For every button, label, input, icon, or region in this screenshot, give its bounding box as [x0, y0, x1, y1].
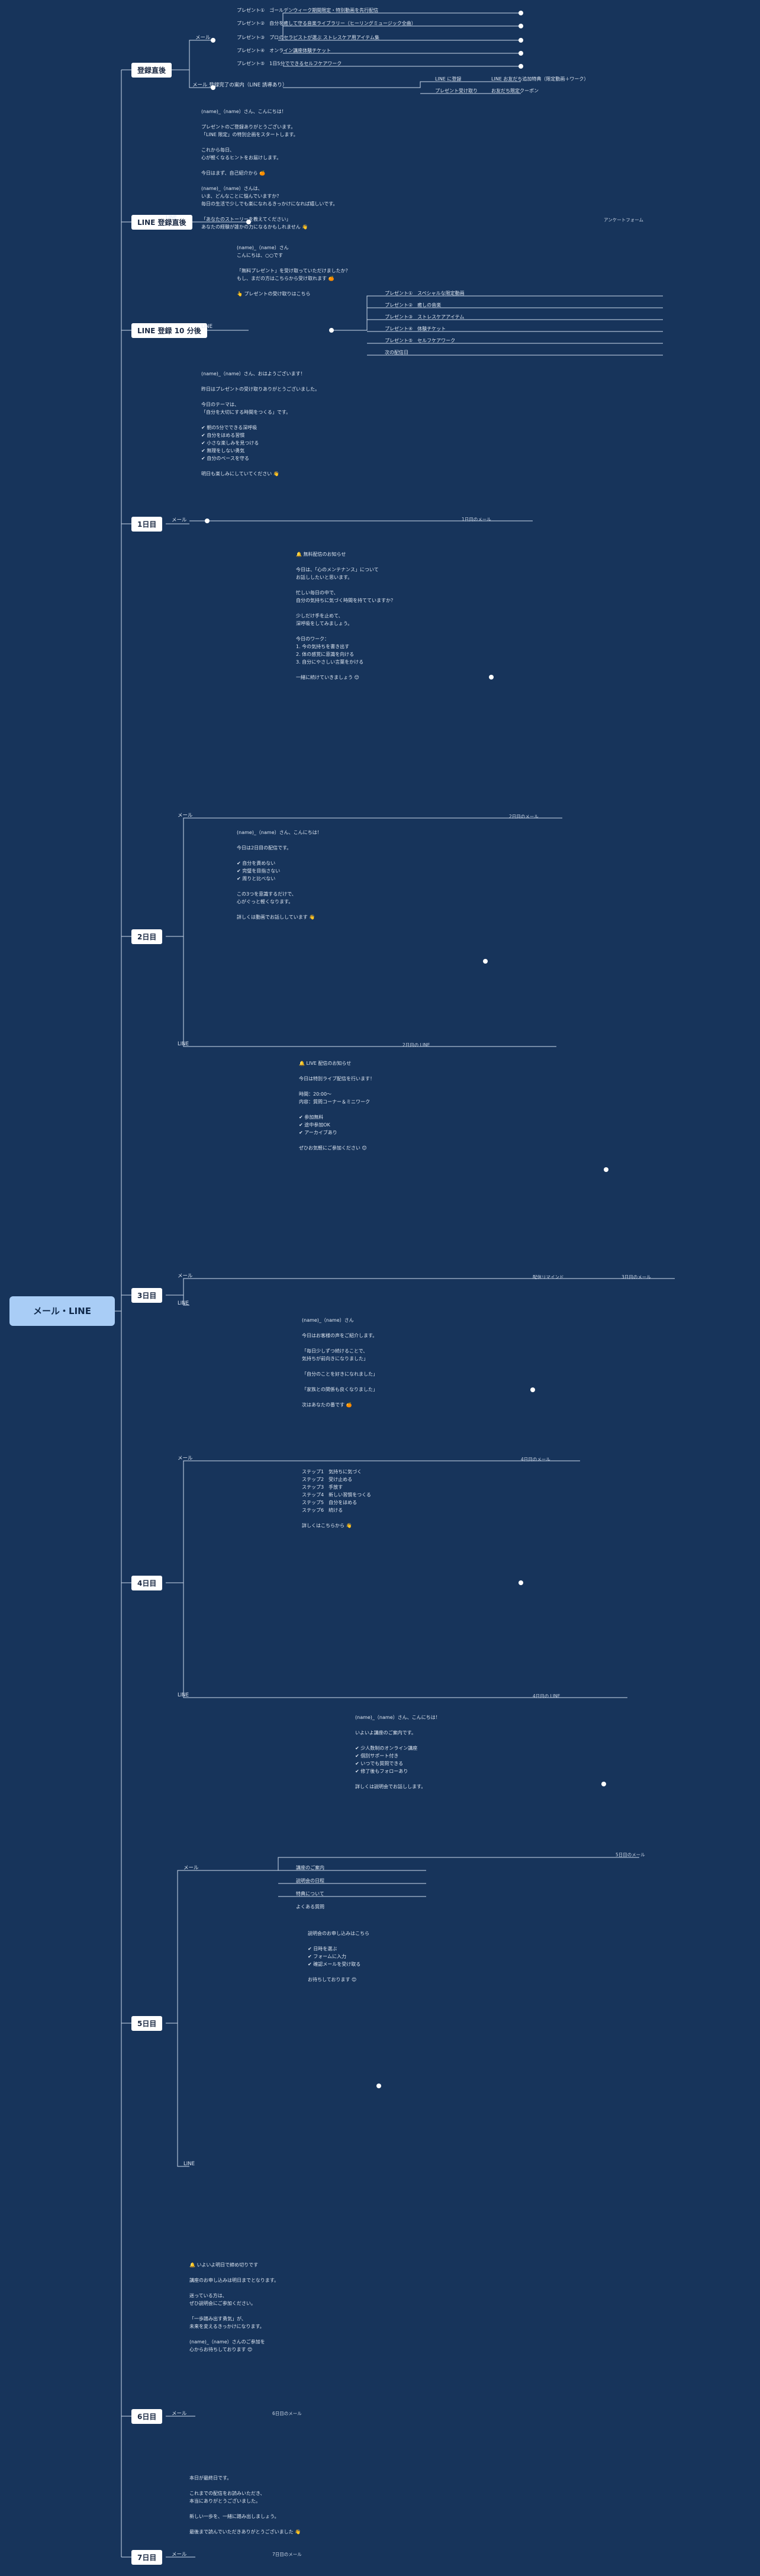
- register-dot-5[interactable]: [519, 64, 523, 69]
- line10-item-1[interactable]: プレゼント① スペシャルな限定動画: [385, 291, 465, 296]
- day2-dot-2[interactable]: [483, 959, 488, 964]
- day5-dot[interactable]: [601, 1782, 606, 1786]
- line10-dot[interactable]: [329, 328, 334, 333]
- line10-item-5[interactable]: プレゼント⑤ セルフケアワーク: [385, 338, 456, 343]
- root-node[interactable]: メール・LINE: [9, 1296, 115, 1326]
- day4-note: 4日目のメール: [521, 1457, 550, 1462]
- day-node-register[interactable]: 登録直後: [131, 63, 172, 78]
- day6-message-block: 🔔 いよいよ明日で締め切りです 講座のお申し込みは明日までとなります。 迷ってい…: [189, 2262, 279, 2352]
- day-node-line10[interactable]: LINE 登録 10 分後: [131, 323, 207, 338]
- register-branch-mail[interactable]: メール: [195, 35, 211, 41]
- day2-message-block-2: (name)_（name）さん、こんにちは！ 今日は2日目の配信です。 ✔ 自分…: [237, 830, 322, 920]
- day1-message-block: (name)_（name）さん、おはようございます！ 昨日はプレゼントの受け取り…: [201, 371, 320, 476]
- day1-note: 1日目のメール: [462, 517, 491, 522]
- day6-note: 6日目のメール: [272, 2411, 302, 2416]
- day5-branch-line[interactable]: LINE: [183, 2161, 195, 2167]
- register-item-5[interactable]: プレゼント⑤ 1日5分でできるセルフケアワーク: [237, 61, 342, 66]
- day-node-7[interactable]: 7日目: [131, 2550, 163, 2565]
- line-note: アンケートフォーム: [604, 217, 643, 223]
- register-dot-1[interactable]: [519, 11, 523, 15]
- register-dot-3[interactable]: [519, 38, 523, 43]
- day5-branch[interactable]: メール: [183, 1865, 199, 1871]
- day5-note: 5日目のメール: [616, 1852, 645, 1857]
- day2-branch-line[interactable]: LINE: [178, 1041, 189, 1047]
- day-node-1[interactable]: 1日目: [131, 517, 163, 532]
- day3-message-block: 🔔 LIVE 配信のお知らせ 今日は特別ライブ配信を行います！ 時間：20:00…: [299, 1061, 375, 1151]
- day7-note: 7日目のメール: [272, 2552, 302, 2557]
- day4-branch-line[interactable]: LINE: [178, 1692, 189, 1698]
- register-item-2[interactable]: プレゼント② 自分を癒して守る音楽ライブラリー（ヒーリングミュージック全曲）: [237, 21, 416, 26]
- line10-item-6[interactable]: 次の配信日: [385, 350, 408, 355]
- register-item-1[interactable]: プレゼント① ゴールデンウィーク期間限定・特別動画を先行配信: [237, 8, 379, 13]
- day2-message-block: 🔔 無料配信のお知らせ 今日は、「心のメンテナンス」について お話ししたいと思い…: [296, 552, 395, 680]
- day5-item-4[interactable]: よくある質問: [296, 1904, 324, 1910]
- day5-dot-2[interactable]: [376, 2084, 381, 2088]
- day5-item-2[interactable]: 説明会の日程: [296, 1878, 324, 1883]
- day2-note-line: 2日目の LINE: [402, 1042, 430, 1048]
- register-right-b[interactable]: お友だち限定クーポン: [491, 88, 539, 94]
- day1-branch[interactable]: メール: [172, 517, 187, 523]
- register-branch-guide[interactable]: メール 登録完了の案内（LINE 誘導あり）: [192, 82, 288, 88]
- day3-branch-line[interactable]: LINE: [178, 1300, 189, 1306]
- day-node-5[interactable]: 5日目: [131, 2016, 163, 2031]
- day-node-2[interactable]: 2日目: [131, 929, 163, 944]
- day1-dot[interactable]: [205, 519, 210, 523]
- line-dot[interactable]: [246, 220, 251, 224]
- line10-item-3[interactable]: プレゼント③ ストレスケアアイテム: [385, 314, 465, 320]
- register-sub-line[interactable]: LINE に登録: [435, 76, 462, 82]
- day7-branch[interactable]: メール: [172, 2552, 187, 2558]
- day2-dot[interactable]: [489, 675, 494, 680]
- day6-branch[interactable]: メール: [172, 2411, 187, 2417]
- day-node-line[interactable]: LINE 登録直後: [131, 215, 192, 230]
- day4-dot[interactable]: [530, 1387, 535, 1392]
- day5-message-block: (name)_（name）さん、こんにちは！ いよいよ講座のご案内です。 ✔ 少…: [355, 1715, 440, 1789]
- register-item-3[interactable]: プレゼント③ プロのセラピストが選ぶ ストレスケア用アイテム集: [237, 35, 379, 40]
- day5-item-1[interactable]: 講座のご案内: [296, 1865, 324, 1870]
- line-branch[interactable]: LINE: [166, 215, 177, 221]
- day3-dot[interactable]: [604, 1167, 608, 1172]
- register-dot-mail[interactable]: [211, 38, 215, 43]
- line10-item-4[interactable]: プレゼント④ 体験チケット: [385, 326, 446, 331]
- register-right-a[interactable]: LINE お友だち追加特典（限定動画＋ワーク）: [491, 76, 589, 82]
- day4-message-block-2: ステップ1 気持ちに気づく ステップ2 受け止める ステップ3 手放す ステップ…: [302, 1469, 371, 1528]
- day3-note: 3日目のメール: [621, 1274, 651, 1280]
- day4-message-block: (name)_（name）さん 今日はお客様の声をご紹介します。 「毎日少しずつ…: [302, 1318, 378, 1408]
- register-sub-present[interactable]: プレゼント受け取り: [435, 88, 478, 94]
- day3-branch[interactable]: メール: [178, 1273, 193, 1279]
- day5-item-3[interactable]: 特典について: [296, 1891, 324, 1896]
- register-item-4[interactable]: プレゼント④ オンライン講座体験チケット: [237, 48, 331, 53]
- day-node-3[interactable]: 3日目: [131, 1288, 163, 1303]
- day-node-4[interactable]: 4日目: [131, 1576, 163, 1590]
- day4-branch[interactable]: メール: [178, 1456, 193, 1461]
- register-dot-2[interactable]: [519, 24, 523, 28]
- day4-dot-2[interactable]: [519, 1580, 523, 1585]
- day2-note: 2日目のメール: [509, 814, 539, 819]
- line10-item-2[interactable]: プレゼント② 癒しの音楽: [385, 302, 442, 308]
- day2-branch[interactable]: メール: [178, 813, 193, 819]
- day-node-6[interactable]: 6日目: [131, 2409, 163, 2424]
- day4-note-line: 4日目の LINE: [533, 1693, 561, 1699]
- day3-right: 配信リマインド: [533, 1274, 564, 1280]
- day7-message-block: 本日が最終日です。 これまでの配信をお読みいただき、 本当にありがとうございまし…: [189, 2475, 301, 2535]
- register-dot-4[interactable]: [519, 51, 523, 56]
- line-message-block: (name)_（name）さん、こんにちは！ プレゼントのご登録ありがとうござい…: [201, 109, 338, 230]
- line10-branch[interactable]: LINE: [201, 324, 212, 330]
- line10-intro-block: (name)_（name）さん こんにちは、○○です 「無料プレゼント」を受け取…: [237, 245, 350, 297]
- register-dot-guide[interactable]: [211, 85, 215, 90]
- day5-message-block-2: 説明会のお申し込みはこちら ✔ 日時を選ぶ ✔ フォームに入力 ✔ 確認メールを…: [308, 1931, 369, 1982]
